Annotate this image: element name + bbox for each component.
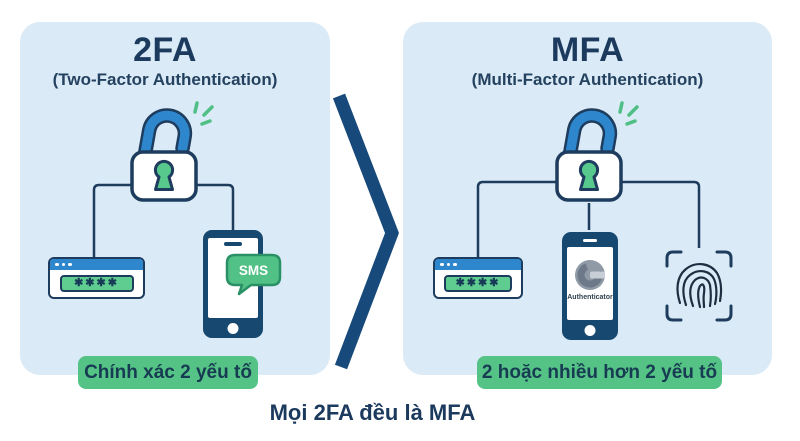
connector-lines	[476, 180, 701, 257]
window-dot	[440, 262, 444, 267]
window-dot	[446, 262, 450, 267]
sms-bubble-icon: SMS	[225, 253, 282, 296]
panel-2fa: 2FA (Two-Factor Authentication)	[20, 22, 330, 389]
panel-mfa: MFA (Multi-Factor Authentication)	[403, 22, 772, 389]
panel-2fa-subtitle: (Two-Factor Authentication)	[52, 70, 278, 89]
browser-titlebar	[50, 259, 143, 270]
authenticator-app-icon	[575, 260, 605, 290]
sms-label: SMS	[239, 263, 268, 278]
phone-speaker	[583, 238, 597, 242]
padlock-icon	[534, 90, 644, 210]
phone-authenticator-icon: Authenticator	[562, 232, 618, 340]
chevron-right-icon	[332, 93, 399, 370]
window-dot	[68, 262, 72, 267]
window-dot	[453, 262, 457, 267]
panel-2fa-title: 2FA	[133, 31, 197, 69]
padlock-icon	[109, 90, 219, 210]
factor-count-badge-2fa: Chính xác 2 yếu tố	[78, 356, 258, 389]
factor-count-badge-mfa: 2 hoặc nhiều hơn 2 yếu tố	[477, 356, 722, 389]
panel-mfa-title: MFA	[550, 31, 625, 69]
password-field: ✱✱✱✱	[444, 275, 512, 292]
panel-mfa-subtitle: (Multi-Factor Authentication)	[471, 70, 704, 89]
browser-titlebar	[435, 259, 521, 270]
phone-screen: Authenticator	[567, 247, 613, 320]
password-field: ✱✱✱✱	[59, 275, 134, 292]
phone-speaker	[224, 242, 242, 246]
password-window-icon: ✱✱✱✱	[433, 257, 523, 299]
authenticator-label: Authenticator	[567, 294, 613, 301]
caption: Mọi 2FA đều là MFA	[269, 400, 476, 425]
connector-lines	[92, 183, 235, 257]
fingerprint-icon	[665, 250, 733, 322]
password-window-icon: ✱✱✱✱	[48, 257, 145, 299]
window-dot	[61, 262, 65, 267]
phone-home-button	[227, 322, 239, 334]
phone-home-button	[584, 324, 596, 336]
window-dot	[55, 262, 59, 267]
